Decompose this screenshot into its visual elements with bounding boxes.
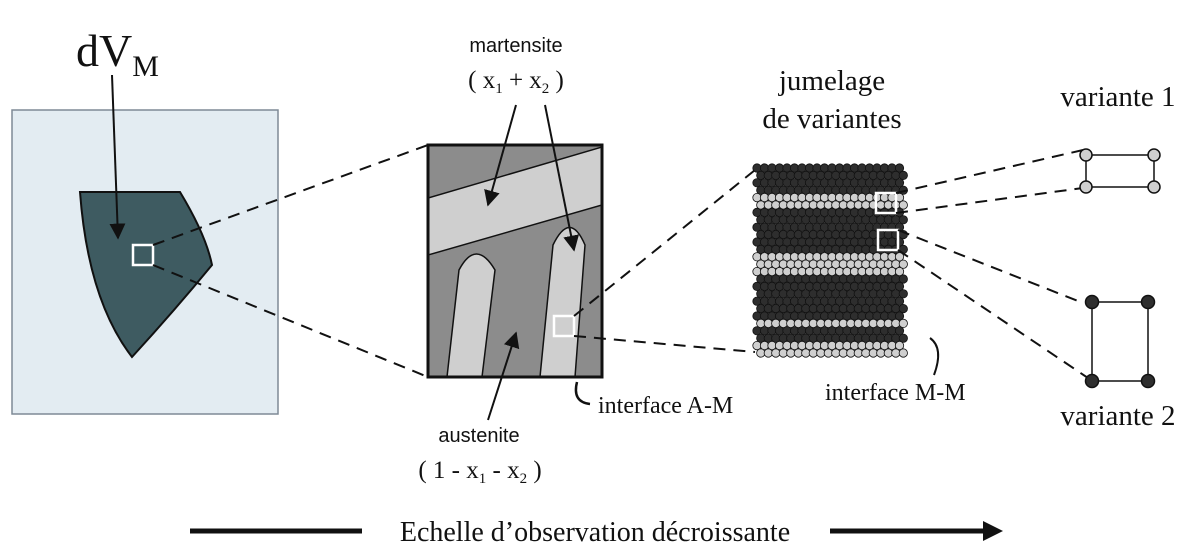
lattice-atom-light [898,259,908,269]
zoom-line-lower-2 [573,335,756,353]
zoom-line-v2-upper [897,229,1084,304]
variant1-label: variante 1 [1060,81,1175,113]
variant1-atom [1147,180,1161,194]
zoom-line-v2-lower [897,249,1089,379]
lattice-atom-light [898,318,908,328]
lattice-atom-light [898,200,908,210]
interface-am-label: interface A-M [598,393,733,419]
lattice-atom-dark [898,289,908,299]
martensite-plate-left [446,253,496,377]
microstructure-frame [426,143,604,379]
twin-lattice [752,163,908,358]
variant2-atom [1084,373,1100,389]
martensite-plate-right [539,226,586,377]
variant1-atom [1079,180,1093,194]
variant2-label: variante 2 [1060,400,1175,432]
zoom-line-upper-1 [152,144,429,246]
martensite-arrow-plate [544,104,580,252]
variant1-selection-box [874,191,898,215]
lattice-atom-dark [898,170,908,180]
interface-selection-box [552,314,576,338]
variant1-atom [1147,148,1161,162]
twinning-title-line1: jumelage [778,65,885,97]
zoom-line-v1-upper [895,149,1084,194]
volume-label: dVM [76,25,159,83]
austenite-arrow [487,331,520,421]
variant1-cell [1079,148,1161,194]
lattice-atom-dark [894,326,905,336]
twinning-title-line2: de variantes [762,103,901,135]
lattice-atom-dark [894,178,905,188]
variant2-cell [1084,294,1156,389]
zoom-line-lower-1 [152,264,429,378]
lattice-atom-dark [894,296,905,306]
variant2-selection-box [876,228,900,252]
lattice-atom-light [894,266,905,277]
interface-mm-hook [929,337,940,376]
variant2-atom [1084,294,1100,310]
interface-am-hook [574,381,591,406]
lattice-atom-dark [898,333,908,343]
scale-arrow-head [983,521,1003,541]
lattice-atom-light [894,340,905,351]
lattice-atom-dark [894,311,905,321]
lattice-atom-light [894,252,905,262]
martensite-arrow-band [484,104,517,207]
lattice-atom-dark [894,163,905,173]
variant2-atom [1140,373,1156,389]
lattice-atom-dark [898,303,908,314]
lattice-atom-dark [894,281,905,291]
microstructure-view [428,145,602,377]
lattice-atom-dark [898,274,908,284]
austenite-formula: ( 1 - x1 - x2 ) [418,457,541,487]
volume-pointer-arrow [109,74,126,240]
variant2-atom [1140,294,1156,310]
lattice-atom-dark [898,215,908,225]
zoom-line-v1-lower [895,187,1084,214]
variant1-atom [1079,148,1093,162]
martensite-label: martensite [469,35,562,57]
grain-selection-box [131,243,155,267]
scale-arrow-label: Echelle d’observation décroissante [400,517,790,548]
martensite-formula: ( x1 + x2 ) [468,67,564,97]
austenite-label: austenite [438,425,519,447]
interface-mm-label: interface M-M [825,380,966,406]
lattice-atom-light [898,348,908,358]
